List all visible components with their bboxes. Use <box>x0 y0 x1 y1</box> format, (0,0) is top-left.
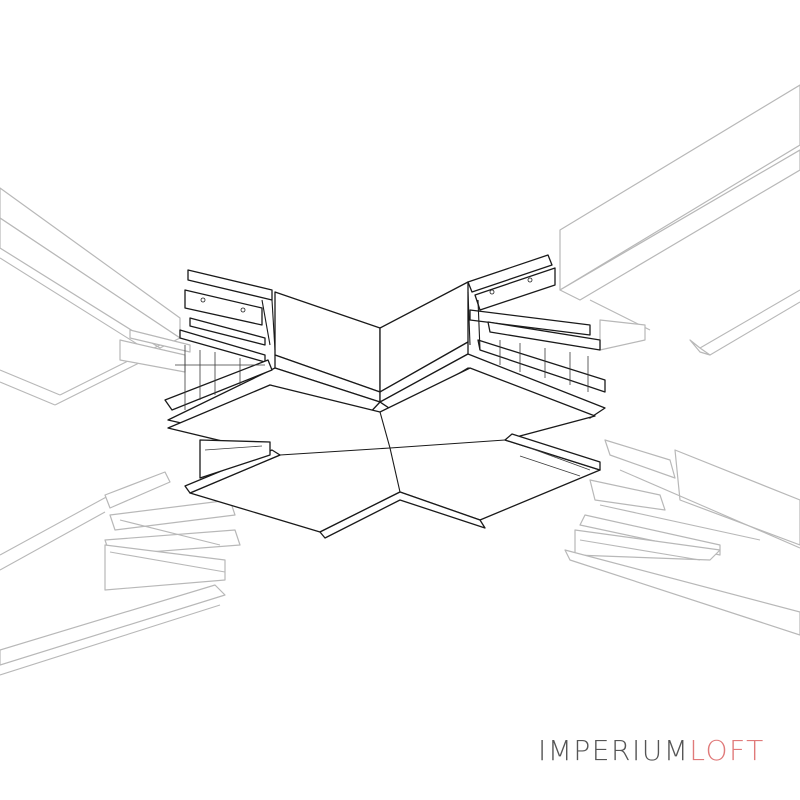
bracket-left <box>164 269 276 411</box>
logo-text-loft: LOFT <box>689 734 765 767</box>
ghost-profile-bottom-left <box>0 471 241 676</box>
ghost-profile-bottom-right <box>564 439 800 636</box>
ghost-profile-top-right <box>559 84 800 356</box>
brand-logo: IMPERIUMLOFT <box>538 734 765 767</box>
bracket-right <box>467 254 606 393</box>
connector-body <box>167 281 606 539</box>
ghost-profile-top-left <box>0 187 191 406</box>
logo-text-imperium: IMPERIUM <box>538 734 690 767</box>
